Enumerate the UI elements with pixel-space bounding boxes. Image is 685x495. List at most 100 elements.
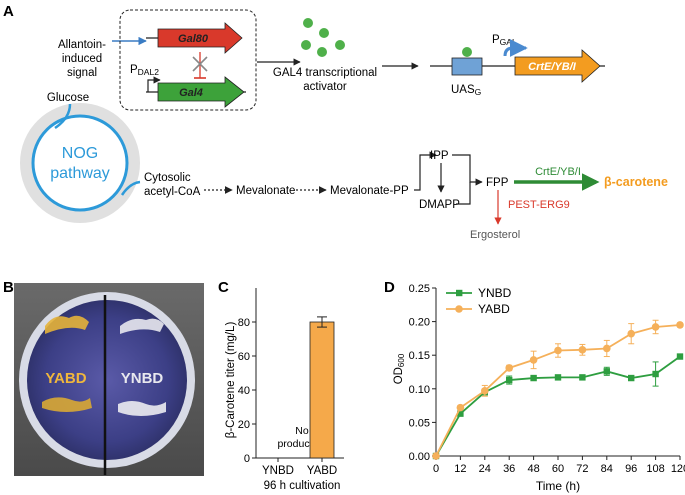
d-series-line-ynbd: [435, 355, 681, 457]
panel-d-ylabel: OD600: [393, 353, 406, 384]
nog-label-line2: pathway: [50, 165, 110, 182]
d-x-tick-label: 12: [454, 463, 466, 475]
p-gal-label: PGAL: [492, 34, 517, 47]
gal4-gene-arrow: [157, 76, 245, 108]
d-x-tick-label: 96: [625, 463, 637, 475]
d-point-ynbd: [676, 353, 684, 360]
gal4-activator-label-line1: GAL4 transcriptional: [273, 67, 377, 79]
p-gal-promoter-arrow: [503, 39, 528, 57]
ynbd-colonies: [118, 318, 166, 416]
regulatory-box: [119, 9, 257, 111]
d-y-tick-label: 0.10: [409, 384, 430, 396]
mevalonate-pp-label: Mevalonate-PP: [330, 185, 409, 197]
d-x-tick-label: 0: [433, 463, 439, 475]
crt-enzyme-label: CrtE/YB/I: [535, 166, 581, 178]
d-x-tick-label: 36: [503, 463, 515, 475]
d-point-ynbd: [652, 370, 659, 378]
allantoin-signal-line1: Allantoin-: [58, 39, 106, 51]
glucose-connector: [54, 103, 72, 130]
d-point-yabd: [554, 346, 562, 355]
bound-activator-dot: [462, 47, 472, 57]
c-y-tick-label: 0: [244, 453, 250, 465]
panel-a-letter: A: [3, 3, 14, 20]
d-legend-marker: [455, 305, 463, 313]
gal4-activator-dots: [301, 18, 345, 57]
c-y-tick-label: 60: [238, 351, 250, 363]
d-x-tick-label: 48: [527, 463, 539, 475]
d-x-tick-label: 24: [479, 463, 491, 475]
allantoin-signal-line3: signal: [67, 67, 97, 79]
cross-mark-2: [192, 56, 208, 72]
d-x-tick-label: 108: [646, 463, 664, 475]
d-point-ynbd: [506, 376, 513, 384]
c-x-tick-label: YNBD: [262, 465, 294, 477]
d-point-yabd: [432, 452, 440, 460]
c-y-tick-label: 40: [238, 385, 250, 397]
gal80-label: Gal80: [178, 33, 209, 45]
pest-erg9-label: PEST-ERG9: [508, 199, 570, 211]
d-point-yabd: [651, 323, 660, 331]
d-point-yabd: [505, 364, 513, 372]
d-point-yabd: [529, 356, 538, 364]
yabd-plate-label: YABD: [45, 370, 86, 387]
ergosterol-label: Ergosterol: [470, 229, 520, 241]
panel-a: A Allantoin- induced signal Gal80 PDAL2 …: [3, 3, 668, 241]
gal4-activator-label-line2: activator: [303, 81, 347, 93]
cytosolic-label-line1: Cytosolic: [144, 172, 191, 184]
nog-ring: [31, 114, 129, 212]
dmapp-label: DMAPP: [419, 199, 460, 211]
d-x-tick-label: 72: [576, 463, 588, 475]
crt-gene-arrow: [514, 49, 601, 83]
uas-box: [451, 57, 483, 76]
d-y-tick-label: 0.00: [409, 451, 430, 463]
d-x-tick-label: 60: [552, 463, 564, 475]
beta-carotene-label: β-carotene: [604, 175, 668, 189]
d-point-yabd: [456, 403, 465, 412]
d-point-yabd: [578, 346, 587, 354]
d-point-yabd: [676, 321, 684, 329]
yabd-colonies: [42, 315, 92, 412]
mevalonate-label: Mevalonate: [236, 185, 295, 197]
glucose-label: Glucose: [47, 92, 89, 104]
d-y-tick-label: 0.05: [409, 417, 430, 429]
c-y-tick-label: 20: [238, 419, 250, 431]
fpp-label: FPP: [486, 177, 509, 189]
d-y-tick-label: 0.15: [409, 350, 430, 362]
no-production-line1: No: [295, 425, 309, 437]
c-y-tick-label: 80: [238, 317, 250, 329]
d-point-ynbd: [628, 374, 635, 382]
uas-label: UASG: [451, 84, 481, 97]
nog-output-connector: [120, 180, 141, 196]
ynbd-plate-label: YNBD: [121, 370, 164, 387]
nog-label-line1: NOG: [62, 145, 98, 162]
p-dal2-promoter-arrow: [147, 76, 161, 92]
d-point-ynbd: [530, 374, 537, 382]
arrow-ipp-to-fpp: [452, 154, 483, 186]
d-x-tick-label: 84: [601, 463, 613, 475]
panel-c: C β-Carotene titer (mg/L) No production …: [218, 279, 344, 492]
d-legend-label: YABD: [478, 302, 510, 316]
d-point-yabd: [627, 329, 635, 338]
panel-b-letter: B: [3, 279, 14, 296]
plate-agar: [27, 300, 187, 460]
d-point-yabd: [603, 344, 611, 353]
panel-c-ylabel: β-Carotene titer (mg/L): [225, 322, 237, 439]
d-y-tick-label: 0.20: [409, 317, 430, 329]
p-dal2-label: PDAL2: [130, 64, 159, 77]
d-point-ynbd: [603, 368, 610, 375]
arrow-dmapp-to-fpp: [456, 182, 471, 205]
d-x-tick-label: 120: [671, 463, 685, 475]
gal80-gene-arrow: [157, 22, 243, 54]
panel-d-letter: D: [384, 279, 395, 296]
panel-d-xlabel: Time (h): [536, 479, 580, 493]
panel-d: D OD600 Time (h) 0.000.050.100.150.200.2…: [384, 279, 685, 493]
d-legend-label: YNBD: [478, 286, 512, 300]
d-point-ynbd: [554, 374, 562, 381]
gal4-label: Gal4: [179, 87, 203, 99]
allantoin-signal-line2: induced: [62, 53, 102, 65]
d-legend-marker: [456, 289, 463, 297]
panel-c-letter: C: [218, 279, 229, 296]
